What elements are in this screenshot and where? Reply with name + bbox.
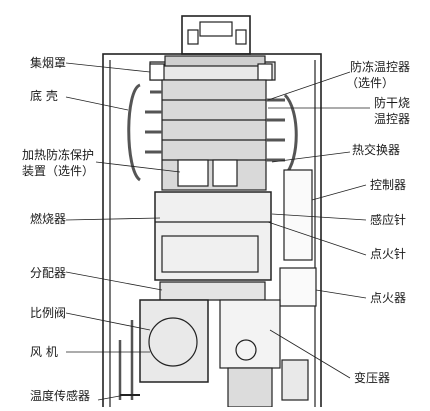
label-ignition-needle: 点火针 <box>370 247 407 261</box>
distributor-shape <box>159 281 266 301</box>
label-controller: 控制器 <box>370 178 407 192</box>
right-leader-lines <box>267 71 370 379</box>
label-base-shell: 底 壳 <box>30 89 58 103</box>
label-dry-burn-thermostat: 防干烧 <box>374 96 411 110</box>
label-antifreeze-heater: 加热防冻保护 <box>22 148 95 162</box>
fan-housing <box>139 299 209 383</box>
label-antifreeze-thermostat: 防冻温控器 <box>350 60 411 74</box>
label-proportional-valve: 比例阀 <box>30 306 67 320</box>
flue-outlet <box>181 15 251 55</box>
transformer-box <box>281 359 309 401</box>
label-burner: 燃烧器 <box>30 212 67 226</box>
label-fan: 风 机 <box>30 345 58 359</box>
label-transformer: 变压器 <box>354 371 391 385</box>
label-dry-burn-thermostat-2: 温控器 <box>374 112 411 126</box>
label-antifreeze-heater-optional: 装置（选件） <box>22 164 95 178</box>
label-antifreeze-thermostat-optional: （选件） <box>346 76 395 90</box>
label-heat-exchanger: 热交换器 <box>352 143 401 157</box>
left-leader-lines <box>65 62 181 401</box>
label-temp-sensor: 温度传感器 <box>30 389 91 403</box>
label-collector-hood: 集烟罩 <box>30 56 67 70</box>
label-sensing-needle: 感应针 <box>370 213 407 227</box>
gas-valve-block <box>219 299 281 369</box>
igniter-box <box>279 267 317 307</box>
label-distributor: 分配器 <box>30 266 67 280</box>
label-igniter: 点火器 <box>370 291 407 305</box>
